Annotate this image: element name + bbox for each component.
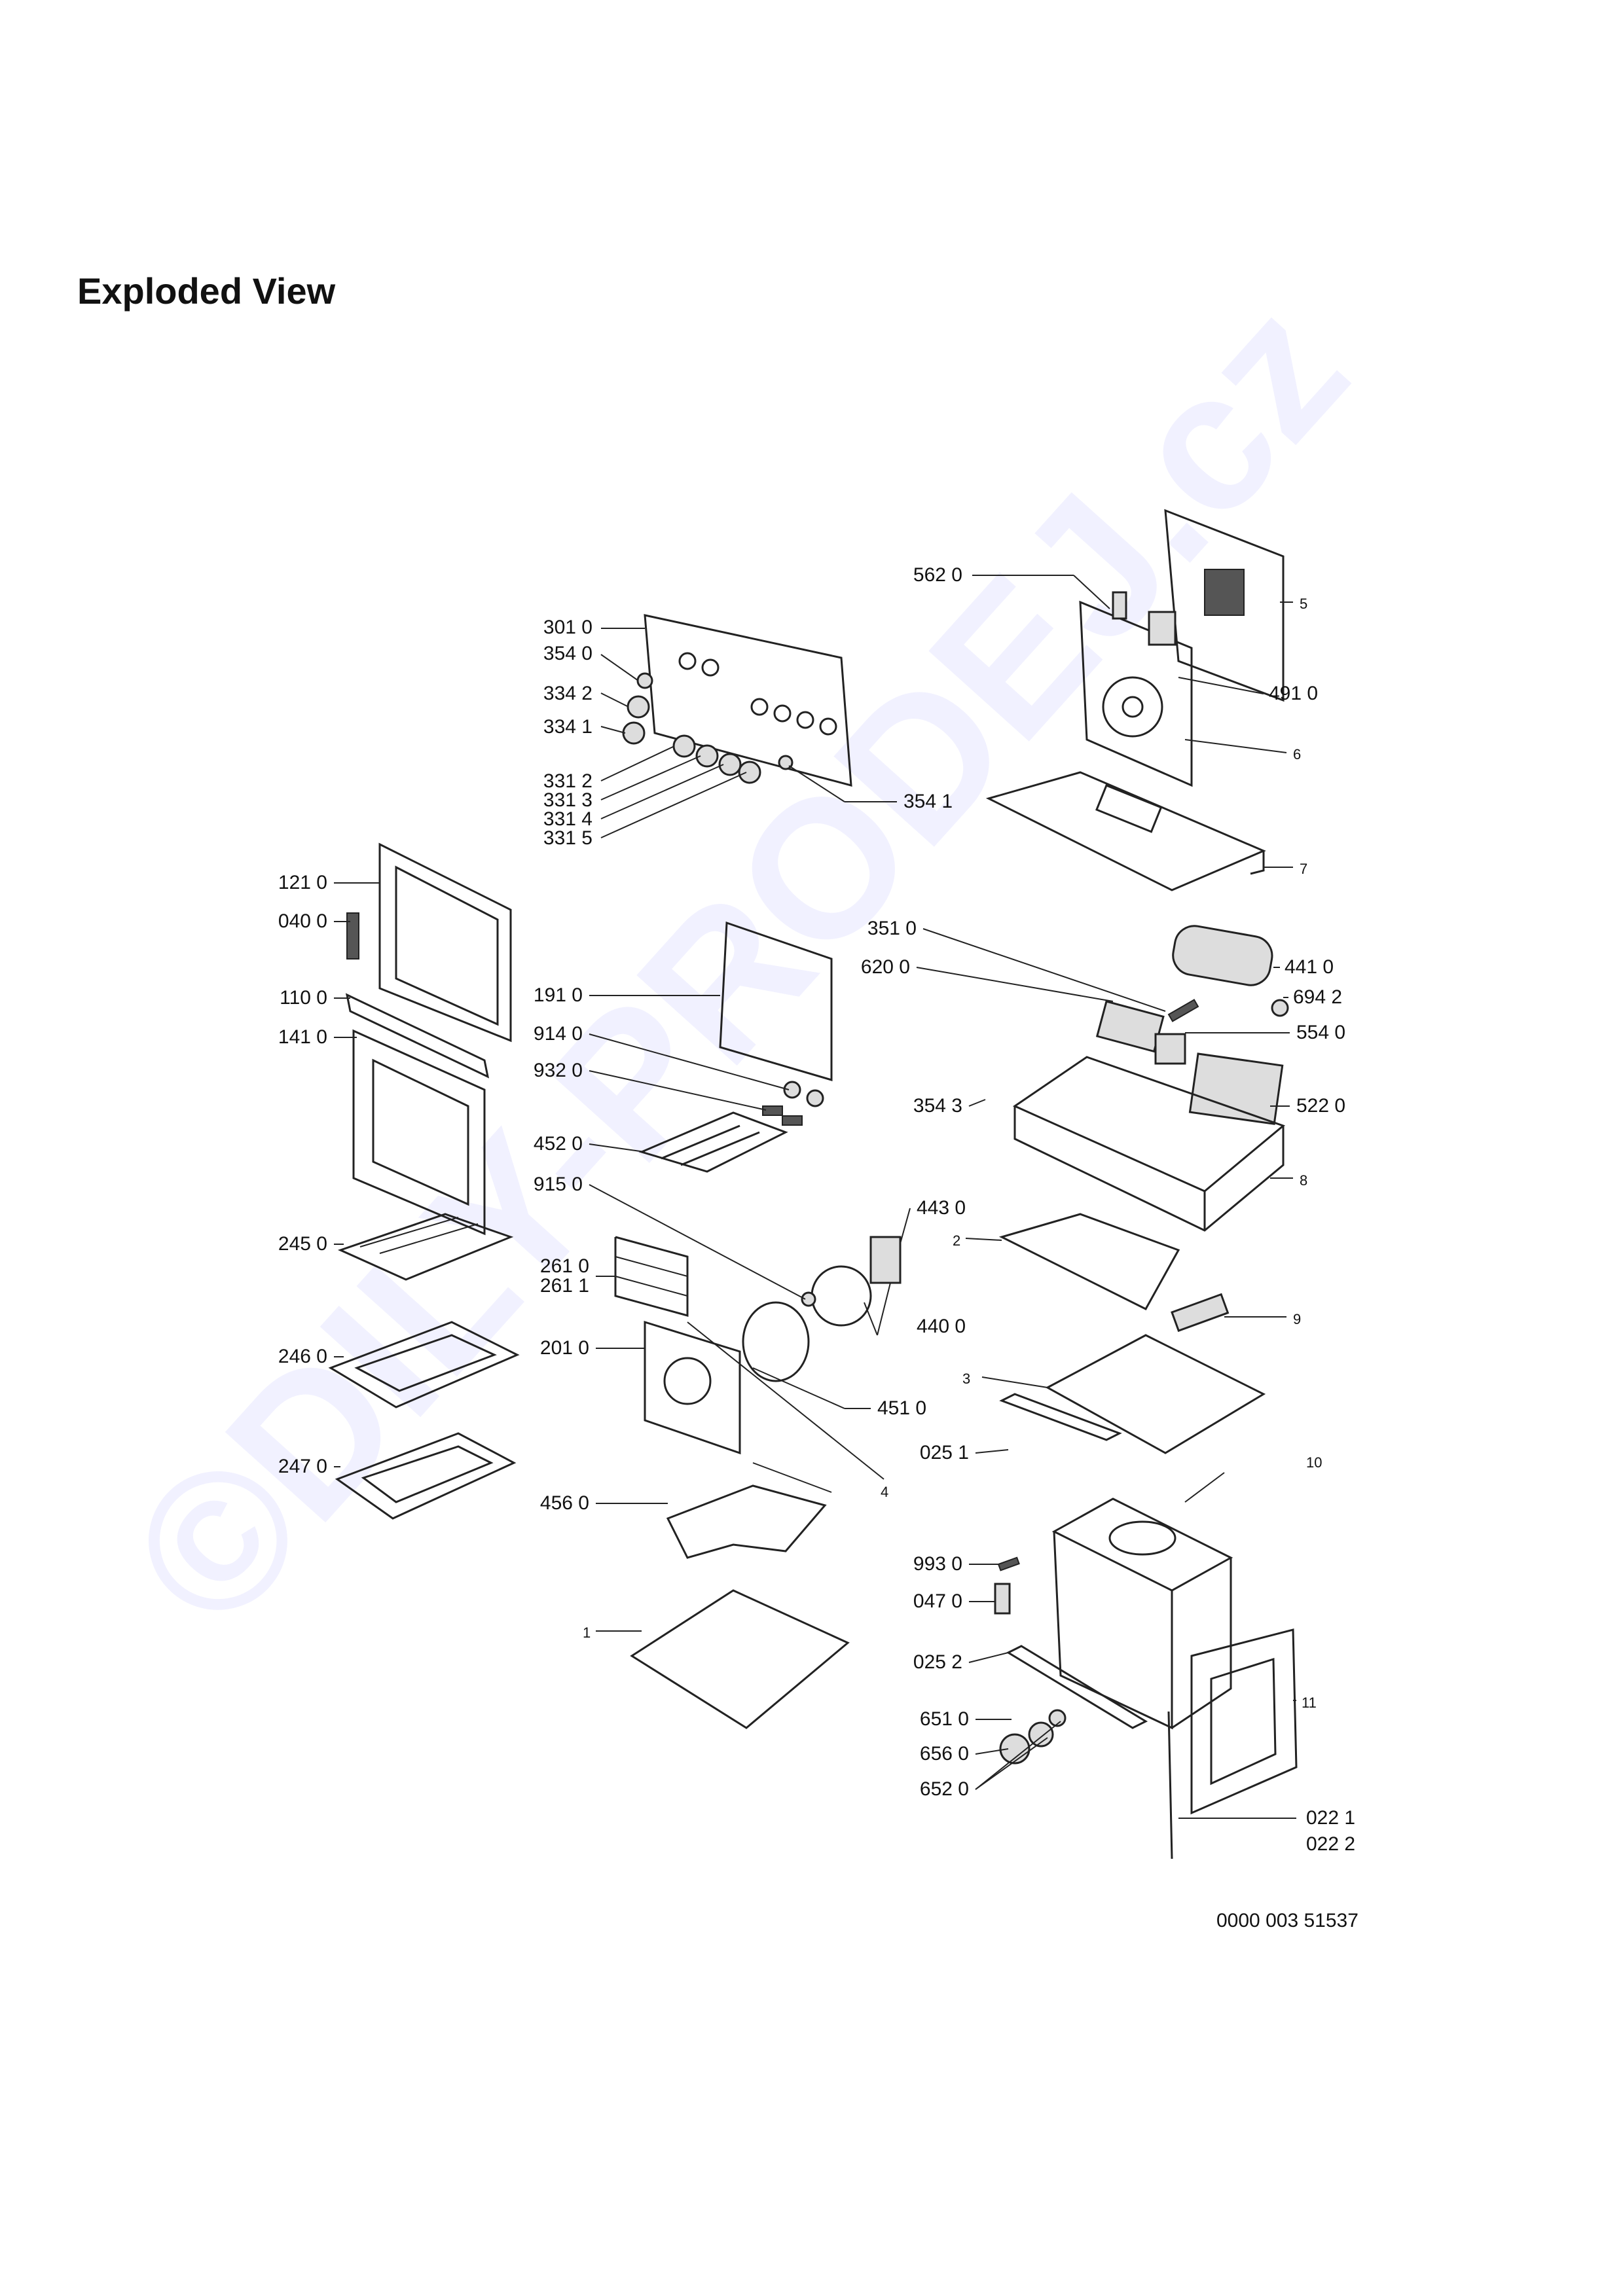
tangential-fan-part — [1172, 925, 1289, 1017]
part-label-4400: 440 0 — [917, 1316, 966, 1337]
top-plate-part — [985, 771, 1266, 891]
part-label-3540: 354 0 — [543, 643, 593, 664]
baking-tray-part — [328, 1321, 520, 1408]
part-label-6: 6 — [1293, 746, 1302, 762]
part-label-1210: 121 0 — [278, 872, 327, 893]
part-label-3312: 331 2 — [543, 770, 593, 792]
part-label-3: 3 — [962, 1371, 971, 1387]
switch-block-part — [1095, 999, 1199, 1065]
rail-part — [999, 1393, 1122, 1441]
part-label-6942: 694 2 — [1293, 986, 1343, 1008]
ring-element-part — [742, 1301, 810, 1382]
part-label-9150: 915 0 — [533, 1174, 583, 1195]
fan-assembly-part — [801, 1236, 902, 1327]
part-label-2: 2 — [953, 1232, 961, 1249]
part-label-3313: 331 3 — [543, 789, 593, 811]
part-label-0222: 022 2 — [1306, 1833, 1356, 1855]
lower-element-part — [666, 1462, 832, 1559]
part-label-0251: 025 1 — [919, 1442, 969, 1463]
part-label-1: 1 — [583, 1624, 591, 1641]
door-frame-part — [346, 842, 512, 1043]
bottom-plate-part — [630, 1589, 850, 1729]
part-label-7: 7 — [1300, 861, 1308, 877]
part-label-3010: 301 0 — [543, 617, 593, 638]
side-runners-part — [614, 1236, 689, 1317]
outer-glass-part — [352, 1029, 486, 1236]
part-label-5: 5 — [1300, 596, 1308, 612]
part-label-9: 9 — [1293, 1311, 1302, 1327]
part-label-10: 10 — [1306, 1454, 1322, 1471]
part-label-3510: 351 0 — [867, 918, 917, 939]
part-label-5540: 554 0 — [1296, 1022, 1346, 1043]
fan-cover-part — [644, 1320, 741, 1455]
back-panel-part — [1164, 509, 1285, 702]
part-label-2460: 246 0 — [278, 1346, 327, 1367]
part-label-4510: 451 0 — [877, 1397, 927, 1419]
door-handle-part — [345, 993, 490, 1079]
control-panel-part — [622, 614, 852, 787]
housing-frame-part — [1012, 1056, 1285, 1232]
part-label-3543: 354 3 — [913, 1095, 962, 1117]
part-label-8: 8 — [1300, 1172, 1308, 1189]
wedge-panel-part — [998, 1213, 1180, 1310]
electronics-module-part — [1188, 1052, 1284, 1125]
part-label-4910: 491 0 — [1269, 683, 1319, 704]
part-label-2450: 245 0 — [278, 1233, 327, 1255]
part-label-4430: 443 0 — [917, 1197, 966, 1219]
oven-cavity-part — [1051, 1498, 1233, 1730]
part-label-0470: 047 0 — [913, 1590, 962, 1612]
part-label-0221: 022 1 — [1306, 1807, 1356, 1829]
front-frame-part — [1190, 1628, 1298, 1815]
wire-rack-part — [337, 1213, 514, 1281]
part-label-5220: 522 0 — [1296, 1095, 1346, 1117]
part-label-9320: 932 0 — [533, 1060, 583, 1081]
part-label-4560: 456 0 — [539, 1492, 589, 1514]
grill-element-part — [638, 1081, 824, 1173]
part-label-1100: 110 0 — [280, 987, 327, 1009]
hinge-rail-part — [1167, 1711, 1173, 1859]
leader-lines — [334, 575, 1296, 1819]
part-label-3341: 334 1 — [543, 716, 593, 738]
part-label-0400: 040 0 — [278, 910, 327, 932]
part-label-11: 11 — [1302, 1695, 1317, 1711]
part-label-3315: 331 5 — [543, 827, 593, 849]
part-label-3541: 354 1 — [903, 791, 953, 812]
page-title: Exploded View — [77, 270, 336, 312]
middle-plate-part — [1045, 1334, 1266, 1454]
part-label-5620: 562 0 — [913, 564, 962, 586]
part-label-4: 4 — [881, 1484, 889, 1500]
part-label-0252: 025 2 — [913, 1651, 962, 1673]
part-label-2611: 261 1 — [539, 1275, 589, 1297]
rear-wall-part — [1079, 591, 1193, 787]
part-label-4520: 452 0 — [533, 1133, 583, 1155]
document-number: 0000 003 51537 — [1216, 1910, 1359, 1931]
part-label-4410: 441 0 — [1285, 956, 1334, 978]
part-label-2610: 261 0 — [539, 1255, 589, 1277]
part-label-9930: 993 0 — [913, 1553, 962, 1575]
part-label-2470: 247 0 — [278, 1456, 327, 1477]
part-label-3314: 331 4 — [543, 808, 593, 830]
part-label-6560: 656 0 — [919, 1743, 969, 1765]
part-label-2010: 201 0 — [539, 1337, 589, 1359]
part-label-6510: 651 0 — [919, 1708, 969, 1730]
small-module-part — [1171, 1293, 1230, 1333]
deep-tray-part — [335, 1432, 517, 1520]
part-label-6520: 652 0 — [919, 1778, 969, 1800]
part-label-1910: 191 0 — [533, 984, 583, 1006]
part-label-3342: 334 2 — [543, 683, 593, 704]
part-label-6200: 620 0 — [860, 956, 910, 978]
part-label-1410: 141 0 — [278, 1026, 327, 1048]
part-label-9140: 914 0 — [533, 1023, 583, 1045]
glass-tray-part — [719, 921, 833, 1082]
